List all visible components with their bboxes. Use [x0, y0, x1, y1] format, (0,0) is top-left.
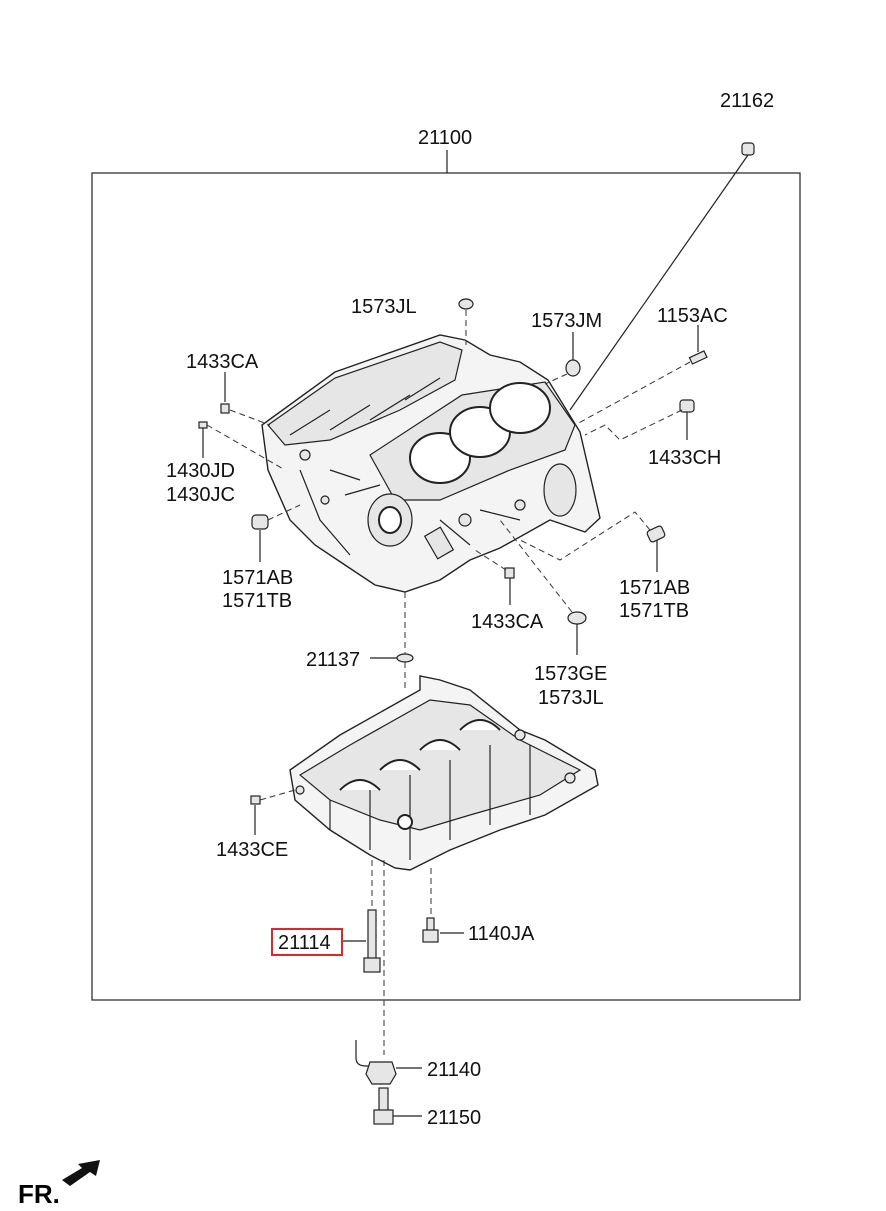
- plug-1573JL-top: [458, 298, 474, 310]
- label-1433CA-top: 1433CA: [186, 351, 259, 373]
- bolt-1430JD: [198, 421, 208, 429]
- label-1430JD: 1430JD: [166, 460, 235, 482]
- label-1573JM: 1573JM: [531, 310, 602, 332]
- label-21150: 21150: [427, 1107, 481, 1129]
- label-1571TB-left: 1571TB: [222, 590, 292, 612]
- label-1571TB-right: 1571TB: [619, 600, 689, 622]
- front-arrow-icon: [62, 1160, 100, 1186]
- plug-1571AB-right: [646, 525, 666, 543]
- label-21137: 21137: [306, 649, 360, 671]
- leader-21162: [569, 154, 749, 411]
- label-1140JA: 1140JA: [468, 923, 535, 945]
- label-1153AC: 1153AC: [657, 305, 728, 327]
- front-label: FR.: [18, 1179, 60, 1209]
- plug-1571AB-left: [251, 514, 269, 530]
- label-1573JL-top: 1573JL: [351, 296, 417, 318]
- assembly-frame: [91, 172, 801, 1001]
- label-21114[interactable]: 21114: [278, 932, 331, 954]
- label-1571AB-left: 1571AB: [222, 567, 293, 589]
- label-1433CA-mid: 1433CA: [471, 611, 544, 633]
- flange-bolt-1140JA: [422, 917, 439, 943]
- dowel-1433CE: [250, 795, 261, 805]
- dowel-1433CH: [679, 399, 695, 413]
- highlight-box-21114: [271, 928, 343, 956]
- oil-plug-21162: [741, 142, 755, 156]
- label-21100: 21100: [418, 127, 472, 149]
- label-1430JC: 1430JC: [166, 484, 235, 506]
- dowel-1433CA-top: [220, 403, 230, 414]
- plug-1573JM: [565, 359, 581, 377]
- label-1573JL-bottom: 1573JL: [538, 687, 604, 709]
- label-1433CH: 1433CH: [648, 447, 721, 469]
- label-1433CE: 1433CE: [216, 839, 288, 861]
- oring-21137: [396, 653, 414, 663]
- dowel-1433CA-mid: [504, 567, 515, 579]
- bedplate-bolt-21114: [363, 909, 381, 973]
- plug-1573GE: [567, 611, 587, 625]
- label-1573GE: 1573GE: [534, 663, 607, 685]
- label-1571AB-right: 1571AB: [619, 577, 690, 599]
- cylinder-block: [261, 334, 601, 593]
- stud-1153AC: [688, 350, 708, 365]
- label-21162: 21162: [720, 90, 774, 112]
- label-21140: 21140: [427, 1059, 481, 1081]
- bedplate: [289, 675, 599, 871]
- drain-bolt-21150: [373, 1087, 394, 1125]
- drain-plug-21140: [355, 1040, 397, 1085]
